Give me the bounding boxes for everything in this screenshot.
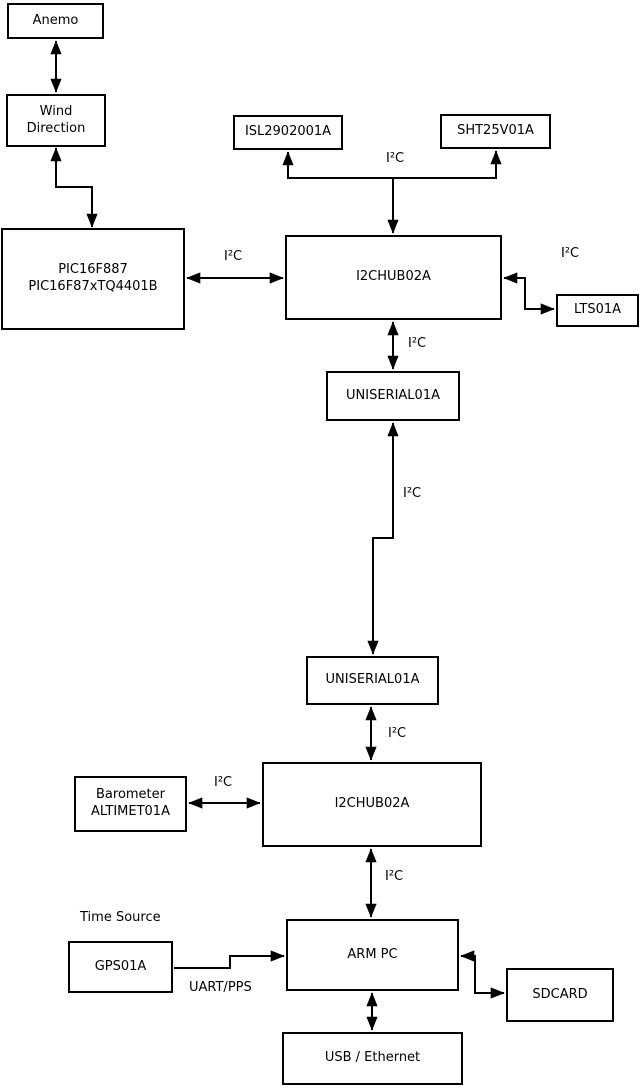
node-anemo: Anemo bbox=[7, 3, 104, 39]
node-pic16f887: PIC16F887 PIC16F87xTQ4401B bbox=[1, 228, 185, 330]
node-lts01a: LTS01A bbox=[556, 294, 639, 327]
edge-label-i2c-uniserial-hub: I²C bbox=[388, 726, 407, 741]
node-i2chub02a-upper: I2CHUB02A bbox=[285, 235, 502, 320]
node-uniserial01a-lower: UNISERIAL01A bbox=[306, 656, 439, 705]
edge-label-i2c-pic-hub: I²C bbox=[224, 249, 243, 264]
edge-label-i2c-long-link: I²C bbox=[403, 486, 422, 501]
edge-label-i2c-lts: I²C bbox=[561, 246, 580, 261]
node-sdcard: SDCARD bbox=[506, 968, 614, 1022]
edge-wind-pic bbox=[50, 147, 98, 228]
edge-label-i2c-barometer: I²C bbox=[214, 775, 233, 790]
node-uniserial01a-upper: UNISERIAL01A bbox=[326, 371, 460, 421]
edge-label-uart-pps: UART/PPS bbox=[189, 980, 252, 995]
edge-uniserial-upper-uniserial-lower bbox=[367, 422, 399, 655]
edge-label-i2c-top-bus: I²C bbox=[386, 151, 405, 166]
node-gps01a: GPS01A bbox=[68, 941, 173, 993]
edge-armpc-sdcard bbox=[460, 950, 505, 999]
node-wind-direction: Wind Direction bbox=[6, 94, 106, 147]
node-isl2902001a: ISL2902001A bbox=[233, 115, 343, 150]
node-i2chub02a-lower: I2CHUB02A bbox=[262, 762, 482, 847]
edge-gps-armpc bbox=[174, 950, 285, 969]
node-arm-pc: ARM PC bbox=[286, 919, 459, 991]
edge-hub-upper-lts bbox=[503, 272, 555, 315]
edge-label-i2c-hub-uniserial: I²C bbox=[408, 336, 427, 351]
node-barometer-altimet01a: Barometer ALTIMET01A bbox=[74, 776, 187, 832]
node-sht25v01a: SHT25V01A bbox=[440, 114, 551, 149]
edge-label-i2c-hub-armpc: I²C bbox=[385, 869, 404, 884]
annotation-time-source: Time Source bbox=[80, 910, 161, 925]
node-usb-ethernet: USB / Ethernet bbox=[282, 1032, 463, 1085]
